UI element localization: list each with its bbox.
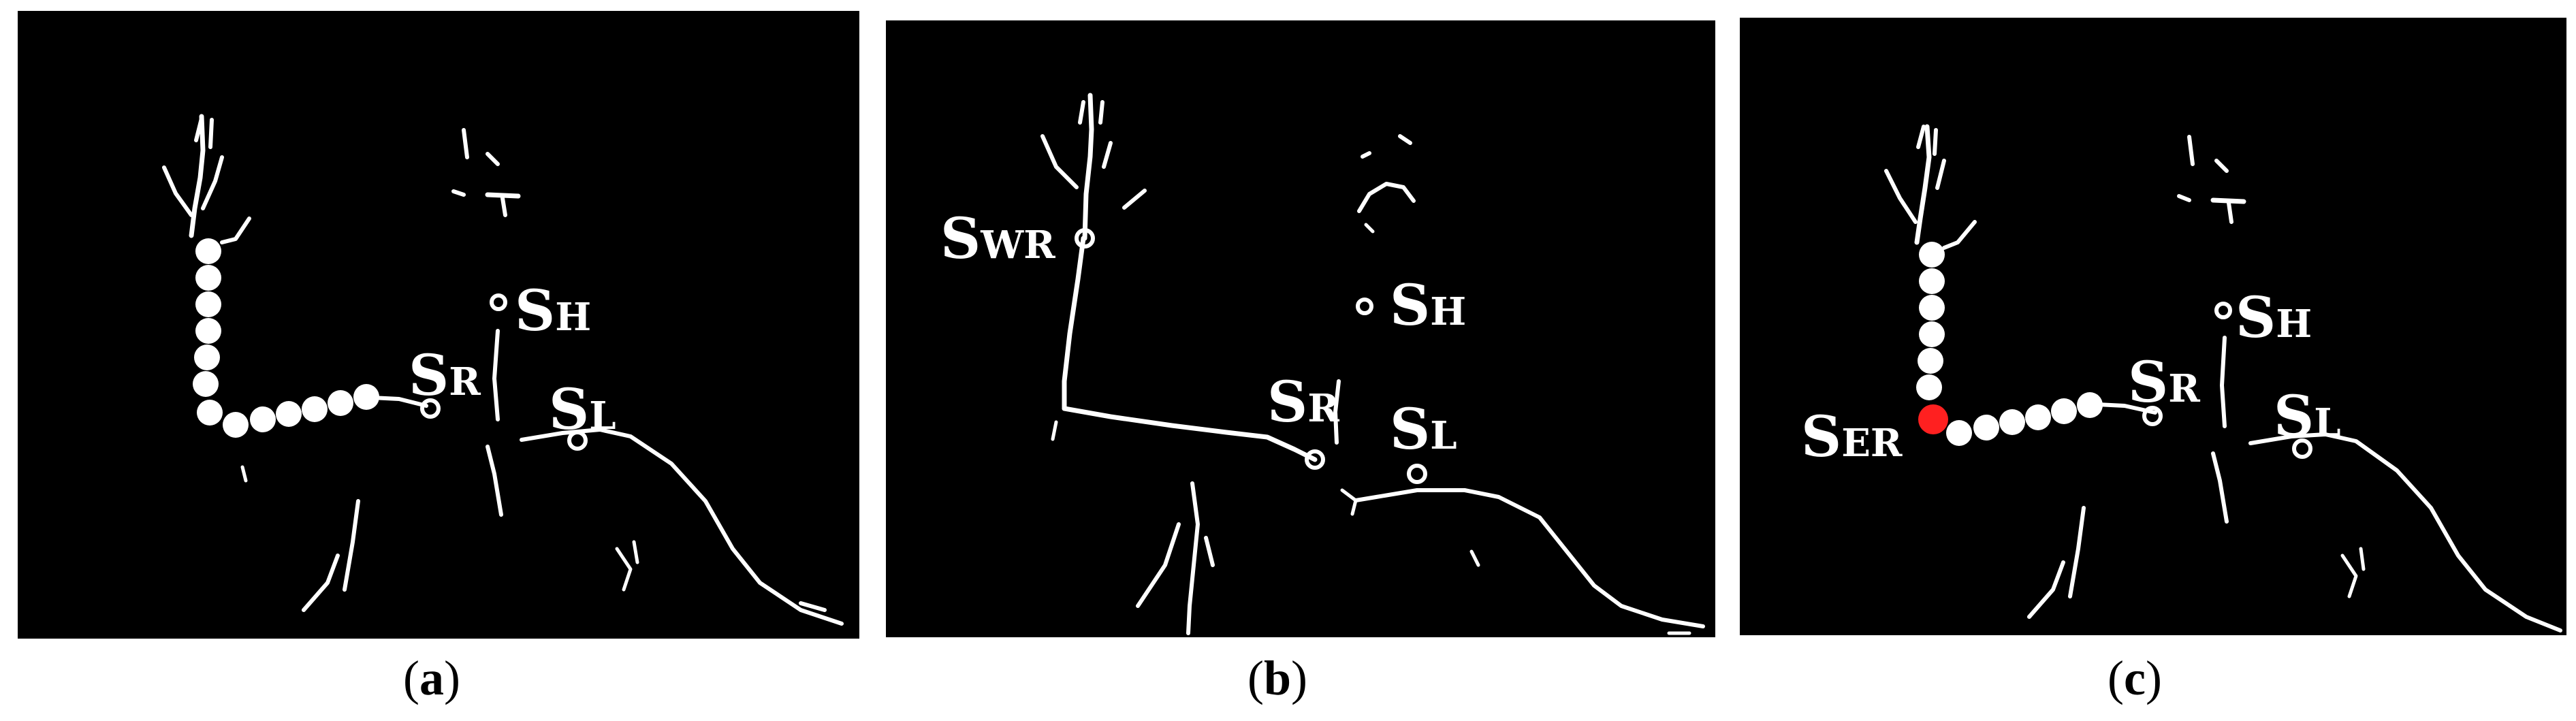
label-s-h: SH <box>2236 285 2312 351</box>
label-s-l: SL <box>2274 384 2341 449</box>
label-s-r: SR <box>409 343 481 408</box>
elbow-point-red <box>1918 404 1948 434</box>
label-s-r: SR <box>2128 350 2200 415</box>
label-s-l: SL <box>549 377 616 443</box>
caption-b: (b) <box>1247 651 1307 705</box>
label-s-l: SL <box>1390 397 1457 462</box>
caption-a: (a) <box>403 651 460 705</box>
panel-b-skeleton <box>1040 93 1705 635</box>
label-s-er: SER <box>1801 404 1903 470</box>
panel-a-arm-dots <box>193 238 588 451</box>
label-s-h: SH <box>1390 273 1467 338</box>
panel-c-skeleton <box>1884 124 2562 632</box>
panel-b-image: SWR SH SR SL <box>886 20 1715 637</box>
panel-c-arm-dots <box>1916 242 2312 459</box>
label-s-r: SR <box>1267 370 1339 435</box>
label-s-wr: SWR <box>940 206 1055 272</box>
panel-a-image: SH SR SL <box>18 11 859 639</box>
panel-b-joint-markers <box>1075 228 1427 484</box>
panel-c-image: SER SH SR SL <box>1740 18 2566 635</box>
label-s-h: SH <box>515 278 592 344</box>
caption-c: (c) <box>2108 651 2162 705</box>
